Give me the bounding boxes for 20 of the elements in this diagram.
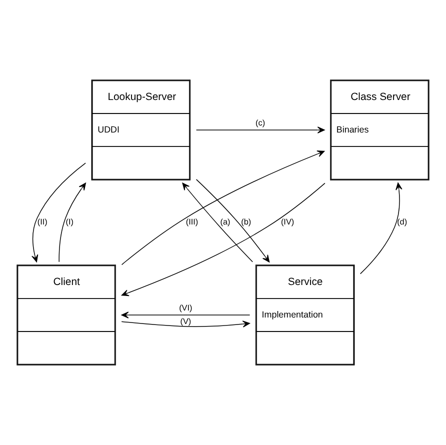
edge-label: (V) (180, 316, 192, 326)
edge-label: (I) (66, 218, 74, 227)
arrow (121, 312, 250, 318)
edge-label: (IV) (280, 218, 294, 227)
edge-label: (III) (186, 218, 198, 227)
arrow (196, 179, 270, 262)
arrow (121, 182, 326, 296)
arrow (121, 320, 250, 328)
arrow (360, 182, 402, 274)
arrow (121, 150, 325, 266)
arrow (58, 182, 86, 262)
edge-label: (b) (241, 218, 252, 227)
edge-label: (VI) (179, 303, 192, 312)
arrow (32, 162, 86, 262)
edge-label: (II) (37, 218, 48, 227)
arrow (196, 126, 325, 134)
edge-label: (d) (397, 218, 408, 227)
arrow (182, 182, 253, 262)
edge-label: (c) (256, 118, 266, 128)
edge-label: (a) (220, 218, 230, 227)
